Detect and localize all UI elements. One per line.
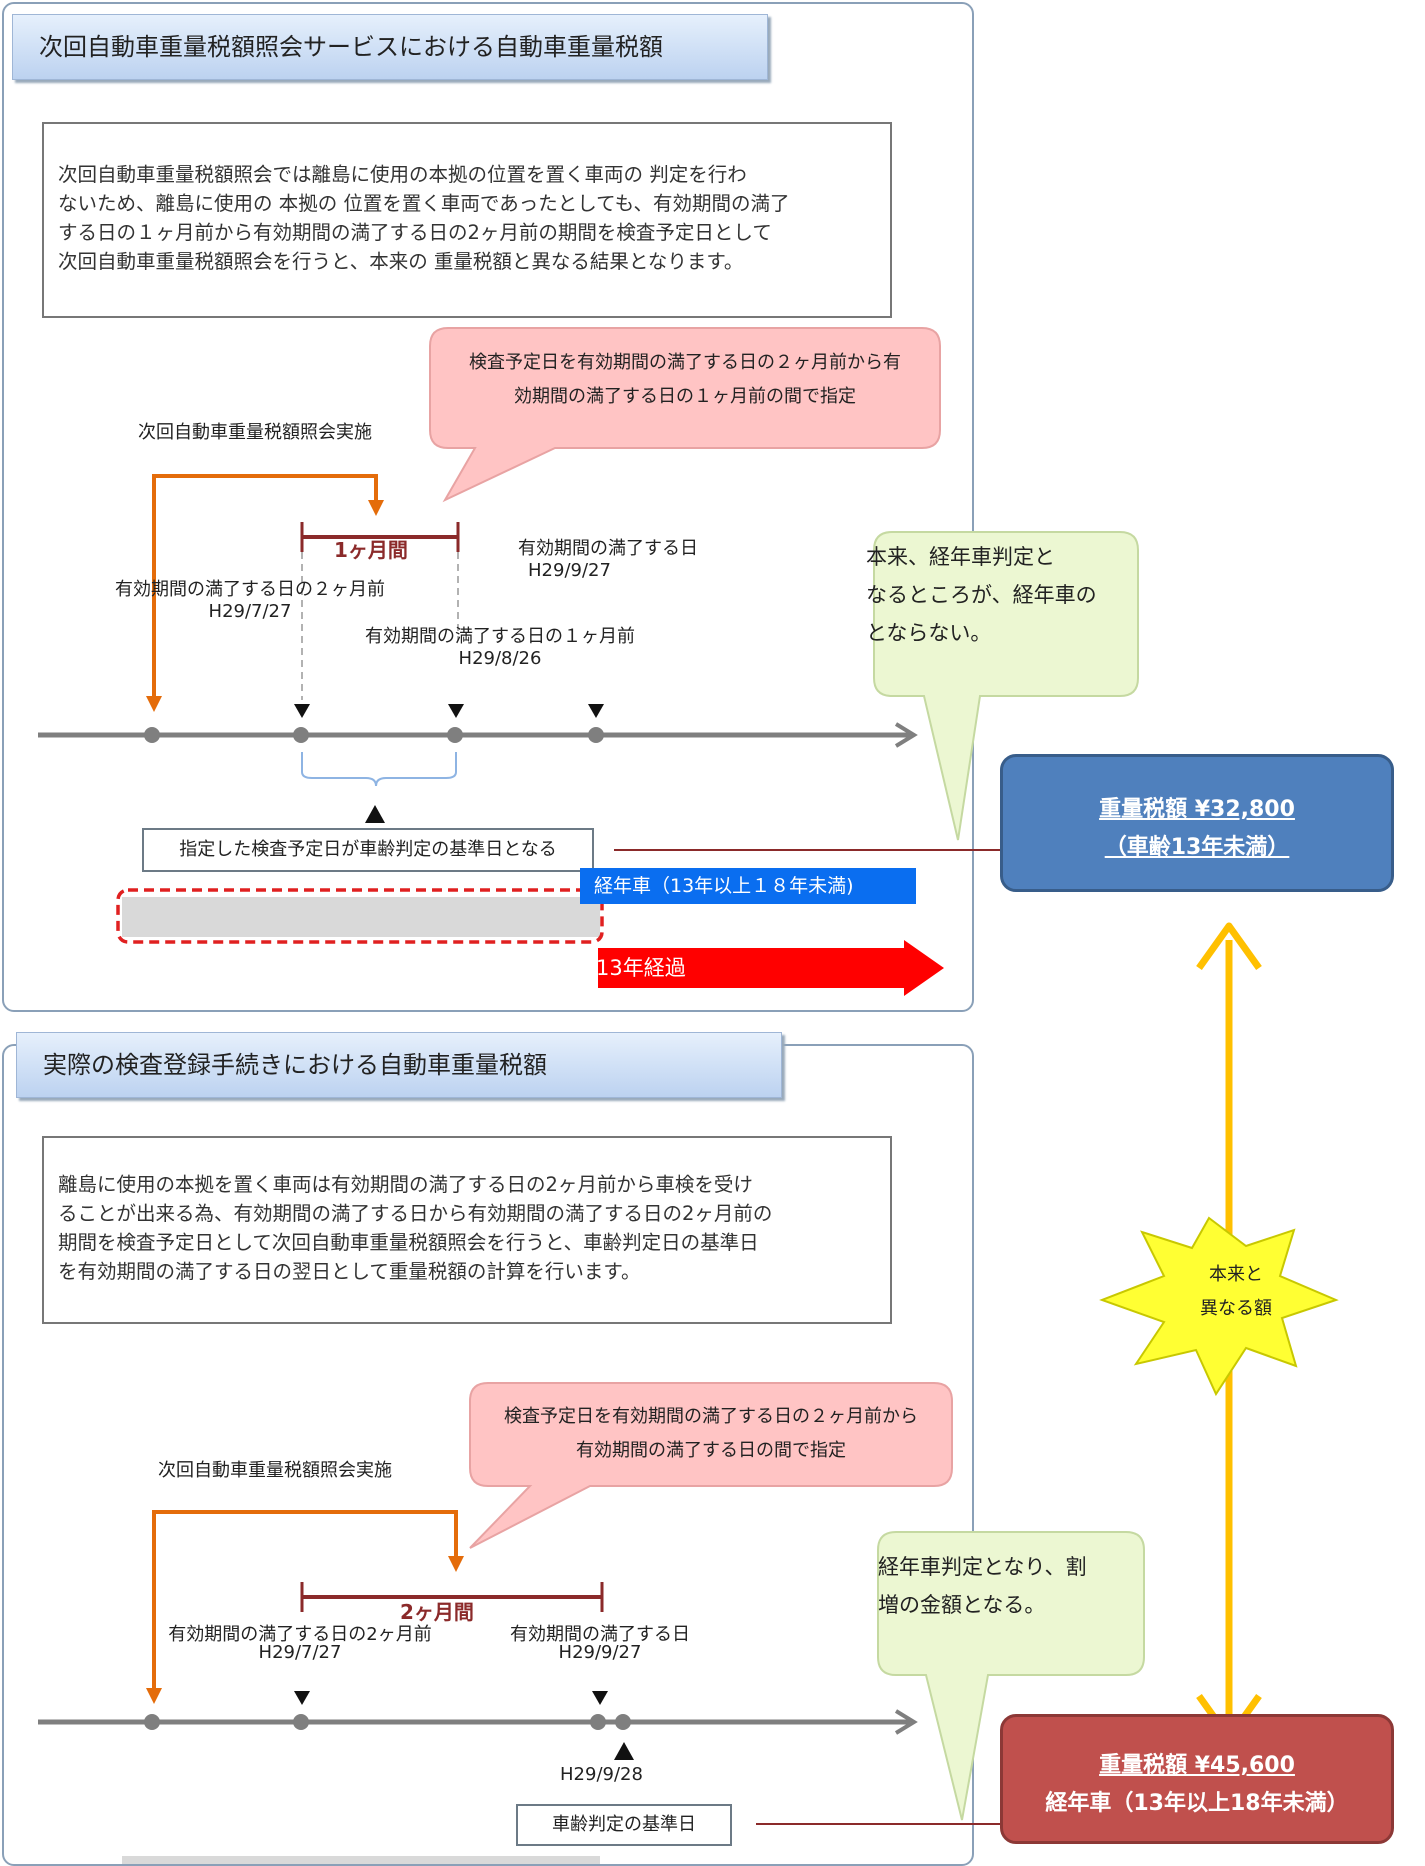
top-inquiry-label: 次回自動車重量税額照会実施: [138, 422, 372, 443]
star-text: 本来と 異なる額: [1136, 1258, 1336, 1326]
bottom-description-line: ることが出来る為、有効期間の満了する日から有効期間の満了する日の2ヶ月前の: [58, 1202, 773, 1225]
bottom-description-line: 離島に使用の本拠を置く車両は有効期間の満了する日の2ヶ月前から車検を受け: [58, 1173, 753, 1196]
top-date-expiry: 有効期間の満了する日 H29/9/27: [518, 534, 698, 581]
top-date-one-month-before: 有効期間の満了する日の１ヶ月前 H29/8/26: [350, 622, 650, 669]
bottom-inquiry-label: 次回自動車重量税額照会実施: [158, 1460, 392, 1481]
bottom-green-callout-line: 経年車判定となり、割: [878, 1555, 1087, 1579]
bottom-inquiry-arrow: [152, 1510, 458, 1694]
top-section-title: 次回自動車重量税額照会サービスにおける自動車重量税額: [12, 14, 768, 80]
top-keinen-bar: 経年車（13年以上１８年未満): [580, 868, 916, 904]
top-base-date-box: 指定した検査予定日が車齢判定の基準日となる: [142, 828, 594, 872]
top-pink-callout: [429, 327, 941, 503]
bottom-period-label: 2ヶ月間: [400, 1600, 474, 1624]
top-description-line: ないため、離島に使用の 本拠の 位置を置く車両であったとしても、有効期間の満了: [58, 192, 790, 215]
top-elapsed-label: 13年経過: [596, 956, 686, 980]
top-result-box: 重量税額 ¥32,800 （車齢13年未満）: [1000, 754, 1394, 892]
top-green-callout-text: 本来、経年車判定と なるところが、経年車の とならない。: [866, 538, 1097, 652]
bottom-result-amount: 重量税額 ¥45,600: [1099, 1753, 1295, 1778]
top-pink-callout-text: 検査予定日を有効期間の満了する日の２ヶ月前から有 効期間の満了する日の１ヶ月前の…: [430, 346, 940, 414]
bottom-green-callout: [877, 1531, 1145, 1821]
bottom-pink-callout-line: 有効期間の満了する日の間で指定: [576, 1440, 846, 1461]
top-period-label: 1ヶ月間: [334, 538, 408, 562]
star-burst: [1099, 1216, 1339, 1397]
top-description: 次回自動車重量税額照会では離島に使用の本拠の位置を置く車両の 判定を行わ ないた…: [42, 122, 892, 318]
top-date-two-months-before: 有効期間の満了する日の２ヶ月前 H29/7/27: [100, 575, 400, 622]
top-green-callout-line: とならない。: [866, 621, 992, 645]
date-value: H29/8/26: [458, 648, 542, 669]
bottom-description-line: 期間を検査予定日として次回自動車重量税額照会を行うと、車齢判定日の基準日: [58, 1231, 759, 1254]
top-description-line: 次回自動車重量税額照会を行うと、本来の 重量税額と異なる結果となります。: [58, 250, 744, 273]
bottom-pink-callout: [469, 1382, 953, 1549]
top-green-callout-line: 本来、経年車判定と: [866, 545, 1055, 569]
top-inquiry-arrow: [152, 474, 378, 702]
top-result-amount: 重量税額 ¥32,800: [1099, 797, 1295, 822]
date-label: 有効期間の満了する日の2ヶ月前: [168, 1624, 432, 1645]
bottom-date-expiry: 有効期間の満了する日 H29/9/27: [480, 1620, 720, 1663]
bottom-base-date-box: 車齢判定の基準日: [516, 1804, 732, 1846]
bottom-green-callout-line: 増の金額となる。: [878, 1593, 1046, 1617]
top-pink-callout-line: 効期間の満了する日の１ヶ月前の間で指定: [514, 386, 856, 407]
date-label: 有効期間の満了する日の１ヶ月前: [365, 626, 635, 647]
bottom-description: 離島に使用の本拠を置く車両は有効期間の満了する日の2ヶ月前から車検を受け ること…: [42, 1136, 892, 1324]
star-text-line: 本来と: [1209, 1264, 1263, 1285]
date-value: H29/7/27: [208, 601, 292, 622]
bottom-result-sub: 経年車（13年以上18年未満）: [1045, 1791, 1349, 1816]
bottom-result-box: 重量税額 ¥45,600 経年車（13年以上18年未満）: [1000, 1714, 1394, 1844]
star-text-line: 異なる額: [1200, 1298, 1272, 1319]
top-description-line: 次回自動車重量税額照会では離島に使用の本拠の位置を置く車両の 判定を行わ: [58, 163, 747, 186]
bottom-section-title: 実際の検査登録手続きにおける自動車重量税額: [16, 1032, 782, 1098]
top-description-line: する日の１ヶ月前から有効期間の満了する日の2ヶ月前の期間を検査予定日として: [58, 221, 772, 244]
date-value: H29/7/27: [258, 1642, 342, 1663]
date-label: 有効期間の満了する日: [518, 538, 698, 559]
bottom-description-line: を有効期間の満了する日の翌日として重量税額の計算を行います。: [58, 1260, 641, 1283]
top-result-sub: （車齢13年未満）: [1104, 835, 1290, 860]
bottom-pink-callout-line: 検査予定日を有効期間の満了する日の２ヶ月前から: [504, 1406, 918, 1427]
top-green-callout: [873, 531, 1139, 841]
date-value: H29/9/27: [558, 1642, 642, 1663]
bottom-date-two-months-before: 有効期間の満了する日の2ヶ月前 H29/7/27: [150, 1620, 450, 1663]
bottom-green-callout-text: 経年車判定となり、割 増の金額となる。: [878, 1548, 1087, 1624]
date-label: 有効期間の満了する日: [510, 1624, 690, 1645]
top-green-callout-line: なるところが、経年車の: [866, 583, 1097, 607]
top-pink-callout-line: 検査予定日を有効期間の満了する日の２ヶ月前から有: [469, 352, 901, 373]
top-elapsed-arrow: [598, 940, 944, 996]
date-value: H29/9/27: [528, 560, 611, 581]
date-label: 有効期間の満了する日の２ヶ月前: [115, 579, 385, 600]
bottom-pink-callout-text: 検査予定日を有効期間の満了する日の２ヶ月前から 有効期間の満了する日の間で指定: [470, 1400, 952, 1468]
bottom-next-day-value: H29/9/28: [560, 1764, 643, 1785]
